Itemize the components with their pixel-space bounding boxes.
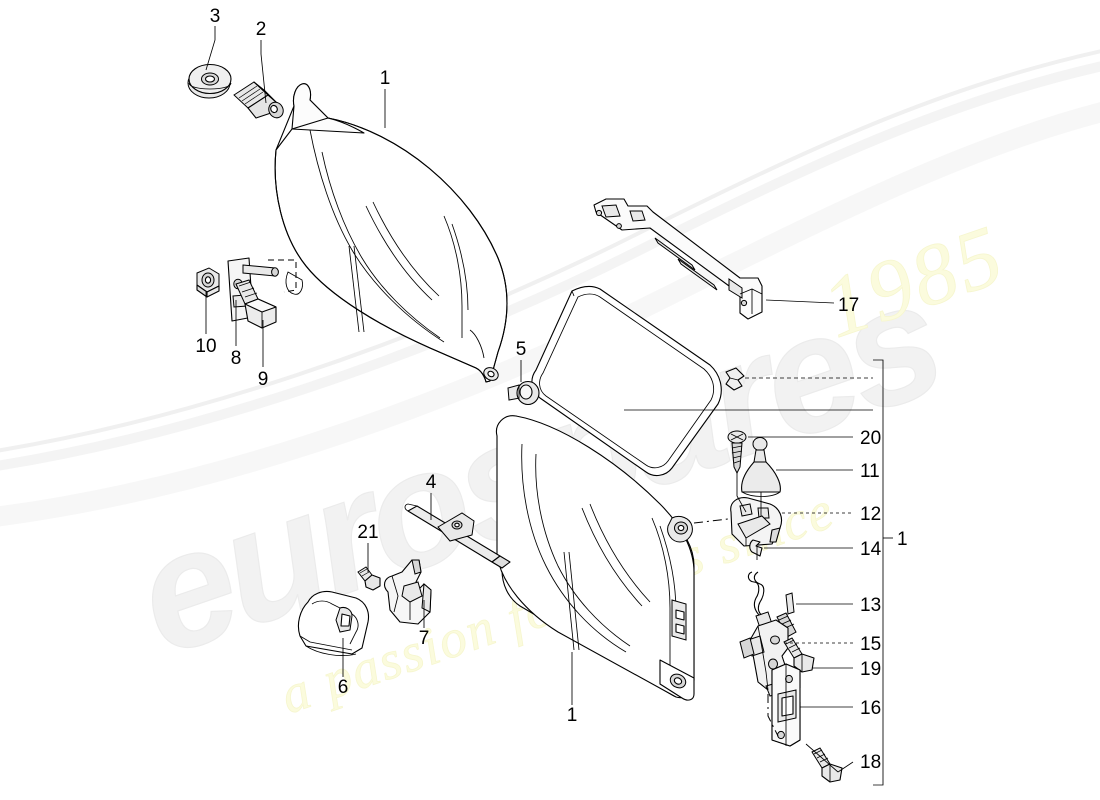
callout-9: 9: [258, 369, 269, 390]
part-tapping-screw-20: [727, 430, 747, 475]
part-retaining-clip-14: [749, 539, 763, 557]
part-panel-clip-icon: [725, 367, 745, 391]
part-fixing-pin-21: [357, 566, 381, 591]
part-rear-panel-rail-17: [593, 198, 763, 320]
callout-20: 20: [860, 428, 881, 449]
part-pin-screw-13: [776, 592, 797, 638]
callout-3: 3: [210, 6, 221, 27]
callout-11: 11: [860, 461, 880, 482]
connector-knob-housing: [693, 518, 729, 524]
part-hex-bolt-9: [235, 279, 277, 329]
callout-4: 4: [426, 472, 437, 493]
group-bracket-1: [873, 359, 893, 786]
callout-10: 10: [195, 336, 216, 357]
callout-5: 5: [516, 339, 527, 360]
connector-latch-striker: [767, 694, 779, 737]
callout-16: 16: [860, 698, 881, 719]
part-latch-assembly-15: [739, 571, 789, 697]
callout-17: 17: [838, 295, 859, 316]
leader-18: [837, 761, 854, 773]
part-knob-housing-12: [730, 497, 783, 547]
callout-12: 12: [860, 504, 881, 525]
part-trim-cover-6: [297, 590, 370, 656]
callout-19: 19: [860, 659, 881, 680]
callout-1c: 1: [567, 705, 578, 726]
leader-17: [765, 299, 835, 304]
connector-screw-20-housing: [736, 473, 747, 513]
leader-18b: [805, 743, 839, 773]
part-backrest-lower-1: [495, 415, 695, 701]
part-mounting-bolt-18: [811, 747, 843, 783]
part-latch-bolt-19: [783, 637, 815, 673]
callout-8: 8: [231, 348, 242, 369]
callout-7: 7: [419, 628, 430, 649]
callout-15: 15: [860, 634, 881, 655]
part-striker-bracket-16: [771, 663, 801, 747]
callout-13: 13: [860, 595, 881, 616]
part-lock-nut-10: [196, 267, 220, 298]
callout-1b: 1: [897, 529, 908, 550]
leader-3: [205, 26, 216, 71]
callout-1a: 1: [380, 68, 391, 89]
callout-21: 21: [357, 522, 378, 543]
connector-hinge-cushion: [268, 259, 297, 293]
part-pivot-bolt-2: [233, 81, 284, 119]
callout-18: 18: [860, 752, 881, 773]
part-lever-bracket-7: [383, 559, 432, 625]
callout-6: 6: [338, 677, 349, 698]
part-number-labels: 3 2 1 17 10 8 9 5 20 11 4 12 1 21 14 13 …: [195, 6, 907, 773]
part-backrest-upper-1: [274, 83, 508, 383]
part-plug-cap-5: [507, 380, 540, 406]
part-washer-3: [187, 63, 232, 99]
part-release-knob-11: [741, 437, 781, 497]
leader-2: [260, 40, 267, 104]
leader-lines: [205, 26, 873, 773]
callout-2: 2: [256, 19, 267, 40]
callout-14: 14: [860, 539, 882, 560]
